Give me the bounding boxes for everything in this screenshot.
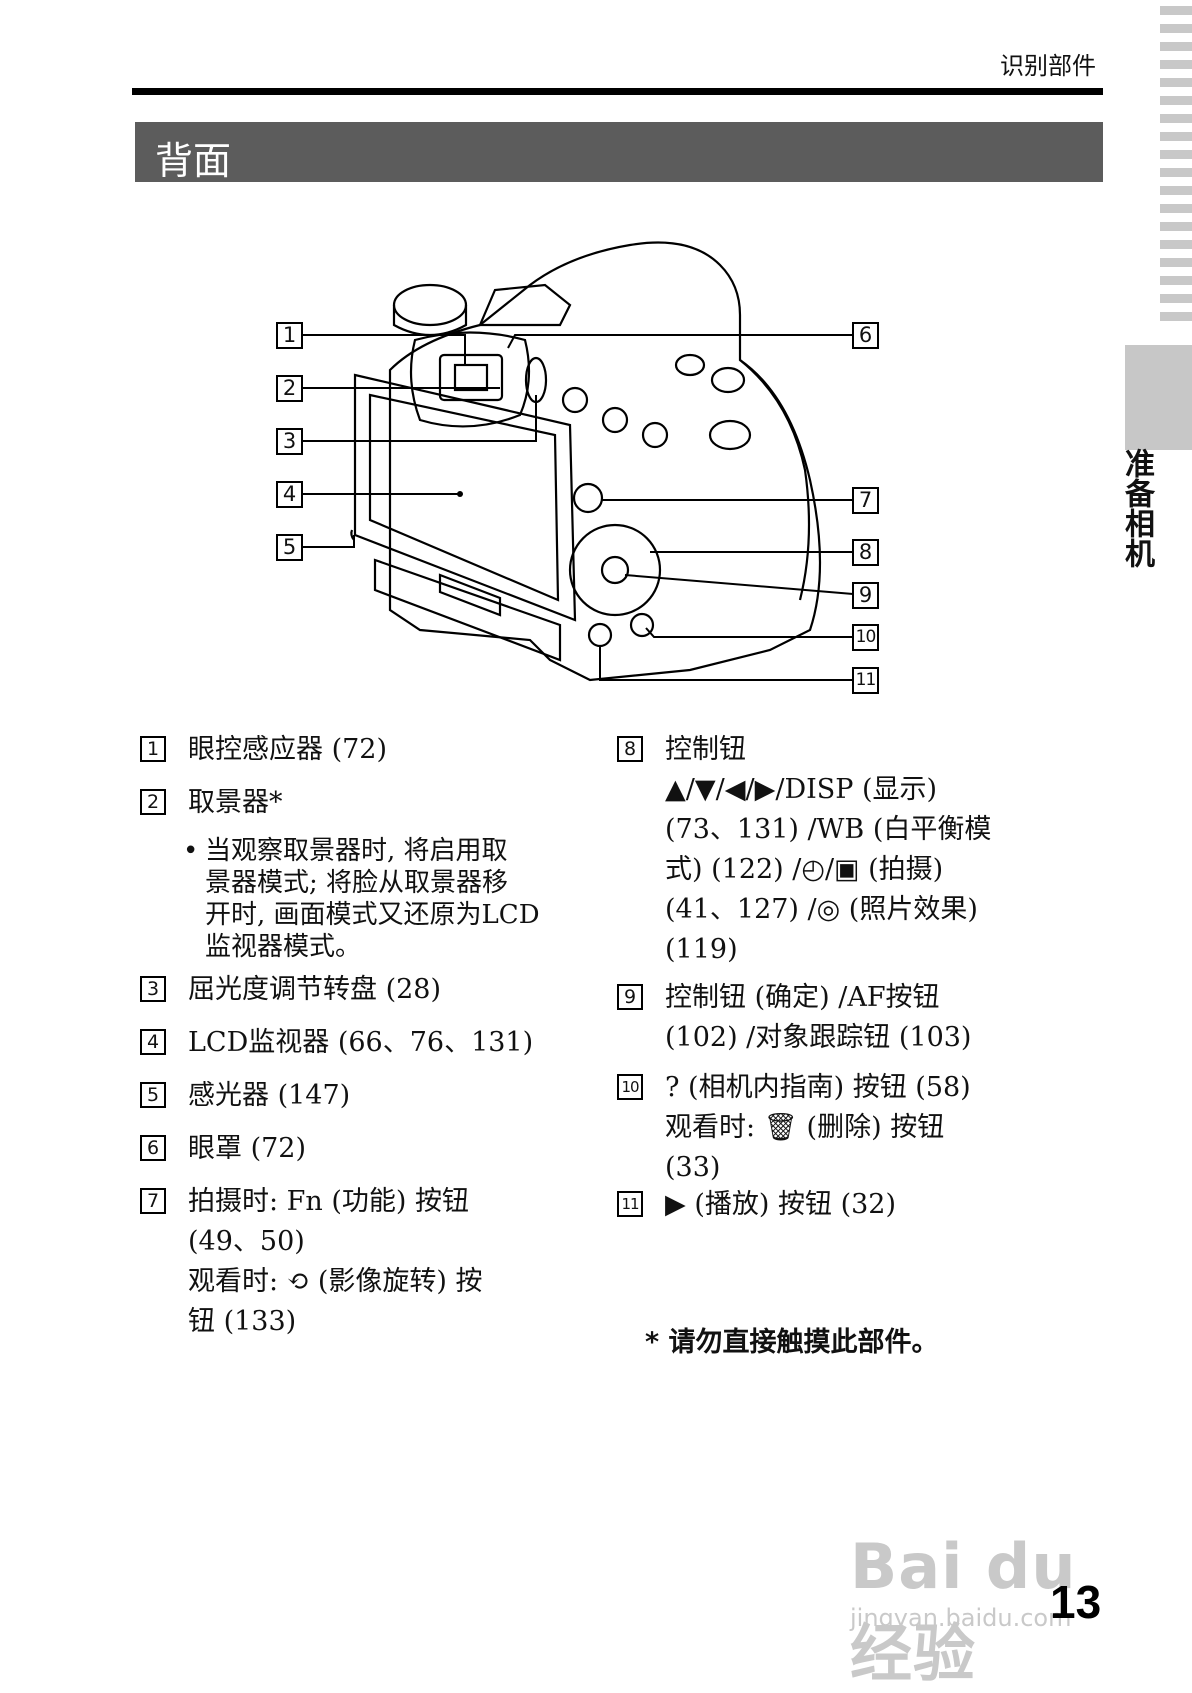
legend-line: ▲/▼/◀/▶/DISP (显示) — [665, 770, 991, 810]
legend-line: 取景器* — [188, 783, 283, 823]
legend-line: 感光器 (147) — [188, 1076, 350, 1116]
grip — [740, 360, 809, 600]
header-rule — [132, 88, 1103, 95]
control-wheel — [570, 525, 660, 615]
note-line: 监视器模式。 — [205, 931, 540, 963]
side-stripe — [1160, 258, 1192, 267]
callout-4: 4 — [276, 481, 303, 508]
legend-number: 9 — [617, 984, 643, 1010]
legend-line: 眼罩 (72) — [188, 1129, 306, 1169]
bullet: • — [183, 835, 198, 867]
legend-line: 控制钮 (确定) /AF按钮 — [665, 978, 971, 1018]
side-stripes — [1160, 0, 1192, 335]
legend-number: 11 — [617, 1191, 643, 1217]
legend-number: 1 — [140, 736, 166, 762]
side-stripe — [1160, 42, 1192, 51]
side-stripe — [1160, 6, 1192, 15]
callout-3: 3 — [276, 428, 303, 455]
legend-line: 屈光度调节转盘 (28) — [188, 970, 441, 1010]
side-stripe — [1160, 294, 1192, 303]
legend-line: 观看时: ⟲ (影像旋转) 按 — [188, 1262, 483, 1302]
legend-line: (73、131) /WB (白平衡模 — [665, 810, 991, 850]
legend-number: 7 — [140, 1188, 166, 1214]
mode-dial — [394, 285, 466, 325]
section-title: 背面 — [155, 130, 231, 185]
legend-line: ▶ (播放) 按钮 (32) — [665, 1185, 896, 1225]
callout-7: 7 — [852, 487, 879, 514]
legend-line: 钮 (133) — [188, 1302, 483, 1342]
legend-line: LCD监视器 (66、76、131) — [188, 1023, 533, 1063]
legend-line: (33) — [665, 1148, 971, 1188]
callout-2: 2 — [276, 375, 303, 402]
side-stripe — [1160, 240, 1192, 249]
legend-number: 4 — [140, 1029, 166, 1055]
side-stripe — [1160, 222, 1192, 231]
legend-line: 式) (122) /◴/▣ (拍摄) — [665, 850, 991, 890]
legend-line: 拍摄时: Fn (功能) 按钮 — [188, 1182, 483, 1222]
side-stripe — [1160, 60, 1192, 69]
legend-number: 2 — [140, 789, 166, 815]
legend-number: 6 — [140, 1135, 166, 1161]
legend-number: 10 — [617, 1074, 643, 1100]
side-stripe — [1160, 276, 1192, 285]
legend-number: 8 — [617, 736, 643, 762]
side-stripe — [1160, 312, 1192, 321]
page-number: 13 — [1050, 1575, 1101, 1629]
side-stripe — [1160, 114, 1192, 123]
side-tab — [1125, 345, 1192, 450]
side-stripe — [1160, 24, 1192, 33]
legend-line: 控制钮 — [665, 730, 991, 770]
center-button — [602, 557, 628, 583]
legend-line: 眼控感应器 (72) — [188, 730, 387, 770]
side-stripe — [1160, 150, 1192, 159]
lcd-frame — [355, 375, 575, 620]
legend-line: (102) /对象跟踪钮 (103) — [665, 1018, 971, 1058]
legend-line: (49、50) — [188, 1222, 483, 1262]
play-button — [589, 624, 611, 646]
side-stripe — [1160, 78, 1192, 87]
side-tab-label: 准备相机 — [1118, 448, 1158, 568]
legend-line: ? (相机内指南) 按钮 (58) — [665, 1068, 971, 1108]
viewfinder-window — [440, 355, 502, 400]
legend-number: 3 — [140, 976, 166, 1002]
callout-8: 8 — [852, 539, 879, 566]
side-stripe — [1160, 132, 1192, 141]
callout-6: 6 — [852, 322, 879, 349]
section-title-bar: 背面 — [135, 122, 1103, 182]
side-stripe — [1160, 168, 1192, 177]
legend-number: 5 — [140, 1082, 166, 1108]
callout-1: 1 — [276, 322, 303, 349]
side-stripe — [1160, 186, 1192, 195]
watermark-url: jingyan.baidu.com — [850, 1604, 1071, 1632]
running-header: 识别部件 — [1000, 46, 1100, 81]
legend-line: (41、127) /◎ (照片效果) — [665, 890, 991, 930]
callout-11: 11 — [852, 667, 879, 694]
callout-9: 9 — [852, 582, 879, 609]
callout-10: 10 — [852, 624, 879, 651]
note-line: 景器模式; 将脸从取景器移 — [205, 867, 540, 899]
side-stripe — [1160, 204, 1192, 213]
legend-line: 观看时: 🗑 (删除) 按钮 — [665, 1108, 971, 1148]
note-line: 开时, 画面模式又还原为LCD — [205, 899, 540, 931]
fn-button — [574, 484, 602, 512]
camera-back-diagram — [270, 230, 990, 730]
note-line: 当观察取景器时, 将启用取 — [205, 835, 540, 867]
callout-5: 5 — [276, 534, 303, 561]
footnote: * 请勿直接触摸此部件。 — [645, 1320, 939, 1359]
legend-line: (119) — [665, 930, 991, 970]
side-stripe — [1160, 96, 1192, 105]
hot-shoe — [480, 285, 570, 325]
